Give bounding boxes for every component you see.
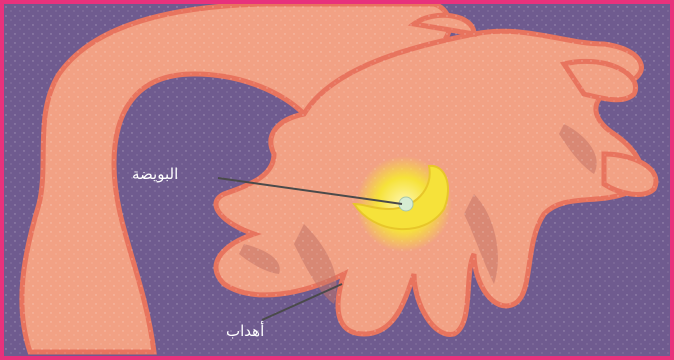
fimbriae-label: أهداب xyxy=(226,322,264,340)
speckle-texture xyxy=(4,4,670,356)
ovum-label: البويضة xyxy=(132,165,178,183)
fallopian-tube-illustration xyxy=(4,4,670,356)
